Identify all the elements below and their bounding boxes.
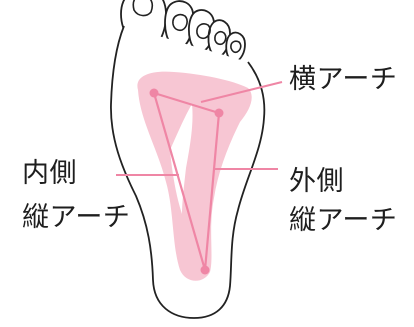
medial-side-label: 内側 xyxy=(22,160,77,187)
transverse-arch-label: 横アーチ xyxy=(289,66,397,93)
medial-arch-label: 縦アーチ xyxy=(22,204,130,231)
first-metatarsal-point xyxy=(150,89,159,98)
fifth-metatarsal-point xyxy=(215,109,224,118)
heel-point xyxy=(201,266,210,275)
lateral-side-label: 外側 xyxy=(289,168,344,195)
lateral-arch-label: 縦アーチ xyxy=(289,207,397,234)
